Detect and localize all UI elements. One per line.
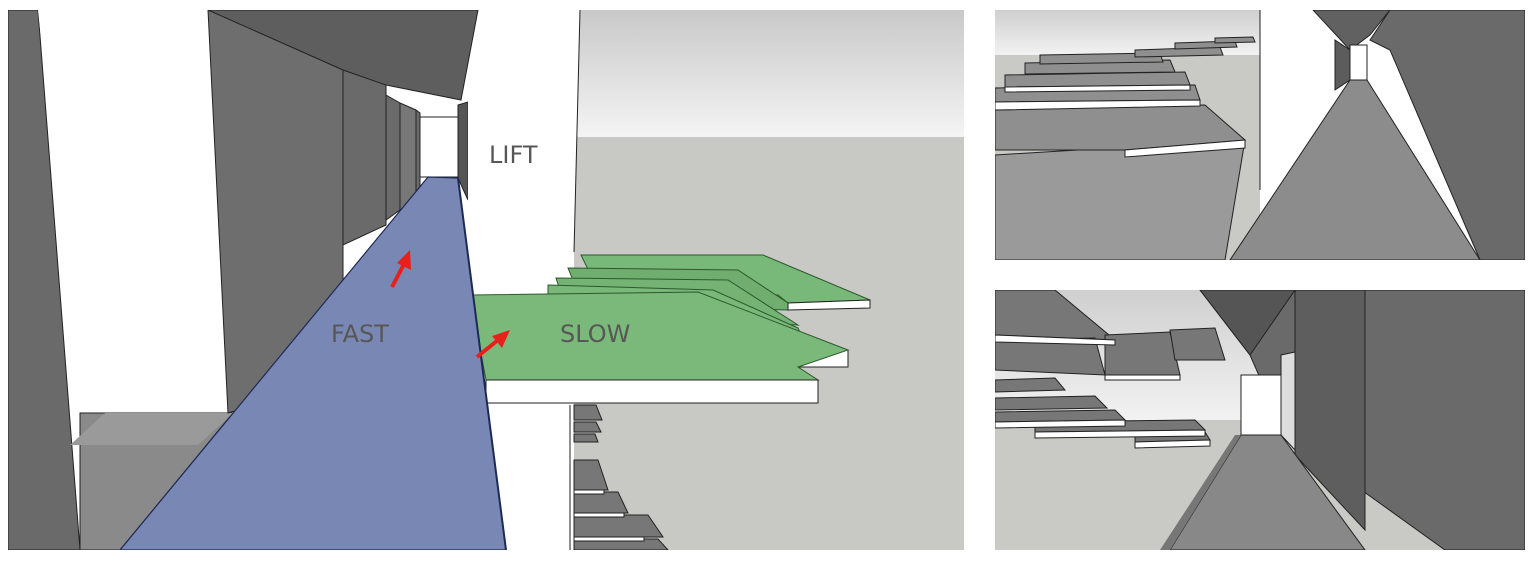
left-open-area xyxy=(38,10,228,413)
corridor-floor xyxy=(1229,79,1481,260)
lift-label: LIFT xyxy=(489,141,538,169)
slow-platform-edge xyxy=(485,379,819,404)
corridor-ceiling xyxy=(207,10,479,101)
left-wall-near xyxy=(8,10,81,550)
arrow-up-right-icon xyxy=(390,250,411,288)
slow-label: SLOW xyxy=(560,320,630,348)
fast-label: FAST xyxy=(331,320,389,348)
left-floor-step xyxy=(70,413,233,445)
corridor-right-wall xyxy=(1369,10,1525,260)
corridor-floor xyxy=(1169,434,1366,550)
main-view-panel: LIFT FAST SLOW xyxy=(8,10,964,550)
lower-platforms xyxy=(573,404,669,550)
corridor-end-opening xyxy=(1349,44,1368,81)
corridor-end-opening xyxy=(1240,374,1282,436)
corridor-wall-panel xyxy=(385,94,401,221)
upper-view-panel xyxy=(995,10,1525,260)
floor-slab xyxy=(995,139,1246,260)
lower-view-panel xyxy=(995,290,1525,550)
fast-path xyxy=(119,176,507,550)
sky xyxy=(573,10,964,137)
corridor-view-upper xyxy=(995,10,1525,260)
corridor-perspective-drawing: LIFT FAST SLOW xyxy=(8,10,964,550)
corridor-view-lower xyxy=(995,290,1525,550)
lift-tower xyxy=(468,10,580,300)
arrow-up-right-icon xyxy=(475,330,510,359)
corridor-end-opening xyxy=(419,116,459,178)
